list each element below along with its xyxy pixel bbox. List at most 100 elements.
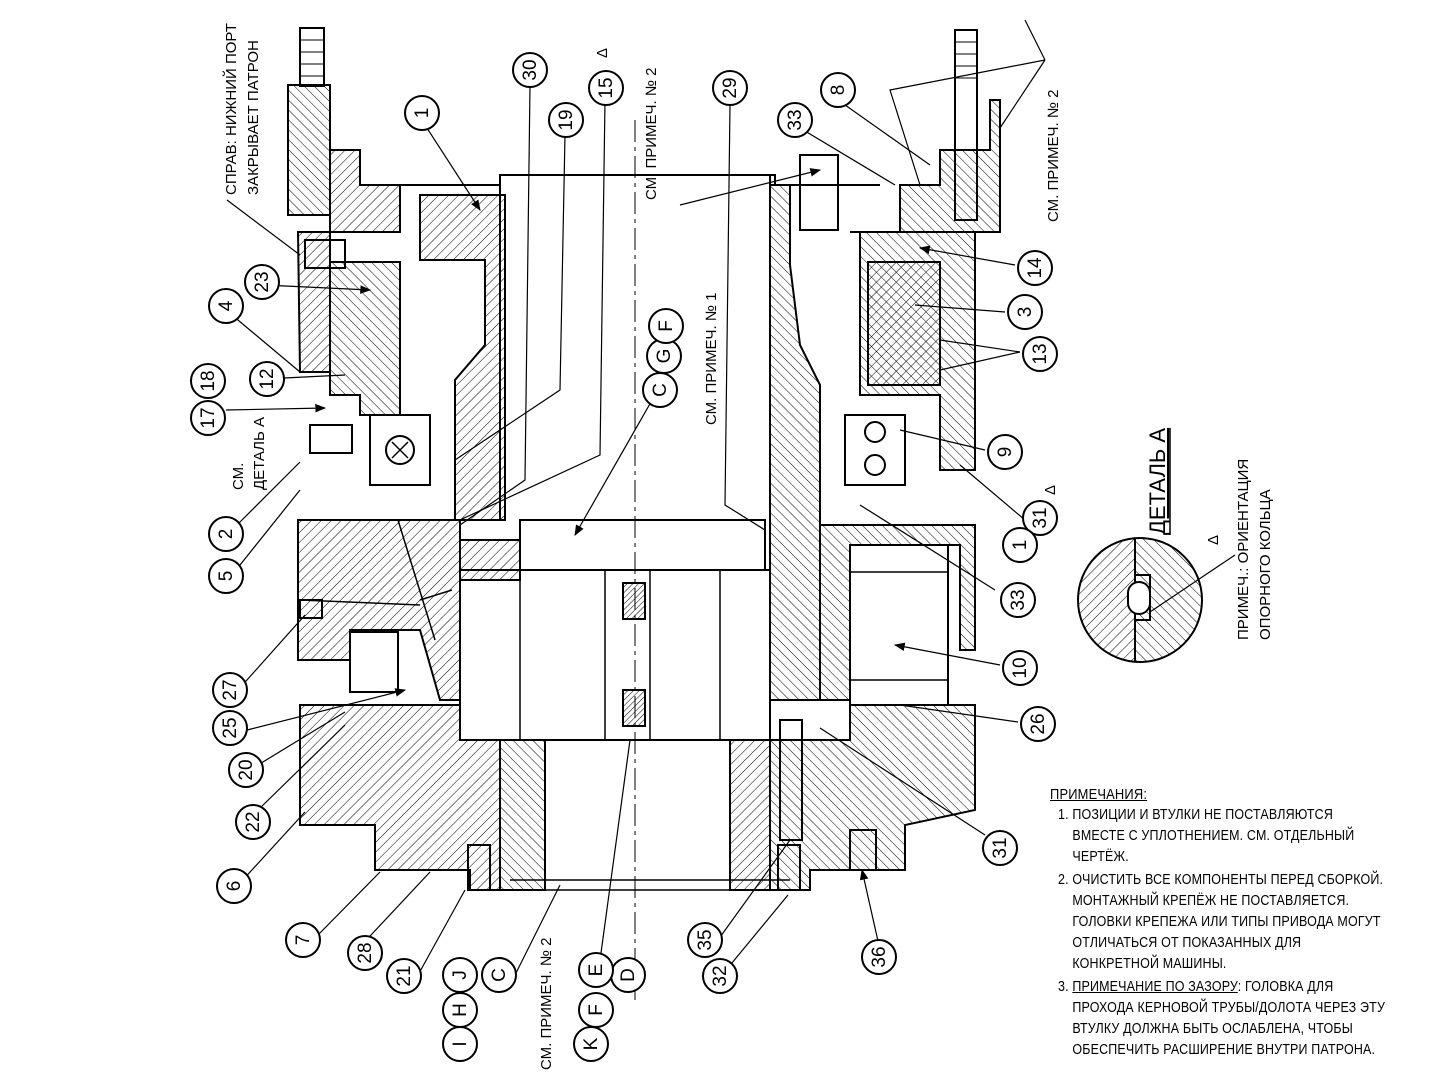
balloon-text: 33 <box>785 109 806 130</box>
balloon-text: E <box>586 964 607 977</box>
label-see-note2-bottom: СМ. ПРИМЕЧ. № 2 <box>538 938 555 1071</box>
balloon-circle <box>190 363 226 399</box>
balloon-text: 30 <box>520 59 541 80</box>
bearing-left <box>369 414 431 486</box>
balloon-b32: 32 <box>702 958 738 994</box>
balloon-b5: 5 <box>208 558 244 594</box>
balloon-b6: 6 <box>216 868 252 904</box>
left-piston <box>329 261 401 416</box>
leaders <box>225 19 1046 976</box>
balloon-b33b: 33 <box>1000 582 1036 618</box>
label-see-note2-right: СМ. ПРИМЕЧ. № 2 <box>1045 90 1062 223</box>
balloon-circle <box>1022 336 1058 372</box>
balloon-circle <box>712 70 748 106</box>
balloon-b31a: 31 <box>1022 500 1058 536</box>
balloon-text: 15 <box>596 77 617 98</box>
balloon-circle <box>1017 250 1053 286</box>
balloon-circle <box>208 516 244 552</box>
balloon-circle <box>777 102 813 138</box>
label-see-note1: СМ. ПРИМЕЧ. № 1 <box>703 293 720 426</box>
balloon-circle <box>1020 706 1056 742</box>
balloon-circle <box>1000 582 1036 618</box>
base-left <box>299 704 501 891</box>
balloon-b1b: 1 <box>1002 527 1038 563</box>
balloon-circle <box>512 52 548 88</box>
label-see-detail-2: ДЕТАЛЬ А <box>251 417 268 490</box>
balloon-circle <box>548 102 584 138</box>
balloon-circle <box>285 922 321 958</box>
balloon-b33a: 33 <box>777 102 813 138</box>
detail-a-title: ДЕТАЛЬ А <box>1145 428 1170 535</box>
balloon-text: 12 <box>257 368 278 389</box>
balloon-circle <box>228 752 264 788</box>
section-body <box>287 27 1001 891</box>
balloon-b29: 29 <box>712 70 748 106</box>
bearing-right <box>844 414 906 486</box>
balloon-text: 1 <box>1010 540 1031 551</box>
balloon-b36: 36 <box>861 939 897 975</box>
balloon-circle <box>702 958 738 994</box>
balloon-b35: 35 <box>687 922 723 958</box>
balloon-circle <box>208 288 244 324</box>
lower-bushing-right <box>729 739 771 891</box>
balloon-circle <box>249 361 285 397</box>
balloon-circle <box>573 1026 609 1062</box>
balloon-text: 5 <box>216 571 237 582</box>
balloon-text: 18 <box>198 370 219 391</box>
balloon-text: 8 <box>828 85 849 96</box>
balloon-circle <box>235 804 271 840</box>
balloon-text: 10 <box>1010 657 1031 678</box>
right-block-10 <box>849 544 949 706</box>
note-item-2: ОЧИСТИТЬ ВСЕ КОМПОНЕНТЫ ПЕРЕД СБОРКОЙ. М… <box>1072 870 1385 975</box>
balloon-bJ: J <box>442 957 478 993</box>
balloon-b20: 20 <box>228 752 264 788</box>
balloon-b21: 21 <box>386 958 422 994</box>
note-3-lead: ПРИМЕЧАНИЕ ПО ЗАЗОРУ <box>1072 979 1238 995</box>
balloon-text: 4 <box>216 300 237 311</box>
balloon-b30: 30 <box>512 52 548 88</box>
balloon-circle <box>212 672 248 708</box>
balloon-text: 32 <box>710 965 731 986</box>
insert-c <box>519 519 766 571</box>
balloon-circle <box>687 922 723 958</box>
lower-sleeve-left <box>459 539 521 581</box>
delta-detail: Δ <box>1205 535 1222 545</box>
balloon-b2: 2 <box>208 516 244 552</box>
detail-a-view <box>1077 537 1236 663</box>
balloon-circle <box>347 935 383 971</box>
balloon-text: H <box>450 1003 471 1017</box>
balloon-b17: 17 <box>190 400 226 436</box>
balloon-b3: 3 <box>1007 294 1043 330</box>
note-2-text: ОЧИСТИТЬ ВСЕ КОМПОНЕНТЫ ПЕРЕД СБОРКОЙ. М… <box>1072 872 1384 972</box>
top-right-flange <box>899 99 1001 233</box>
balloon-b9: 9 <box>987 434 1023 470</box>
delta-31: Δ <box>1042 485 1059 495</box>
balloon-circle <box>481 957 517 993</box>
balloon-circle <box>1002 527 1038 563</box>
label-see-detail-1: СМ. <box>230 463 247 490</box>
balloon-bK: K <box>573 1026 609 1062</box>
bolt-35 <box>779 719 803 841</box>
balloon-bF2: F <box>578 992 614 1028</box>
balloon-text: 6 <box>224 881 245 892</box>
balloon-circle <box>1002 650 1038 686</box>
balloon-b10: 10 <box>1002 650 1038 686</box>
balloon-text: 31 <box>990 837 1011 858</box>
balloon-text: 21 <box>394 965 415 986</box>
balloon-b4: 4 <box>208 288 244 324</box>
balloon-circle <box>982 830 1018 866</box>
label-detail-note-1: ПРИМЕЧ.: ОРИЕНТАЦИЯ <box>1235 459 1252 640</box>
balloon-text: 20 <box>236 759 257 780</box>
note-1-text: ПОЗИЦИИ И ВТУЛКИ НЕ ПОСТАВЛЯЮТСЯ ВМЕСТЕ … <box>1072 807 1355 865</box>
top-cap <box>400 174 880 186</box>
balloon-circle <box>208 558 244 594</box>
balloon-text: 7 <box>293 935 314 946</box>
balloon-circle <box>386 958 422 994</box>
balloon-b12: 12 <box>249 361 285 397</box>
balloon-b7: 7 <box>285 922 321 958</box>
balloon-text: 31 <box>1030 507 1051 528</box>
balloon-text: F <box>586 1004 607 1016</box>
balloon-text: 27 <box>220 679 241 700</box>
balloon-text: 36 <box>869 946 890 967</box>
